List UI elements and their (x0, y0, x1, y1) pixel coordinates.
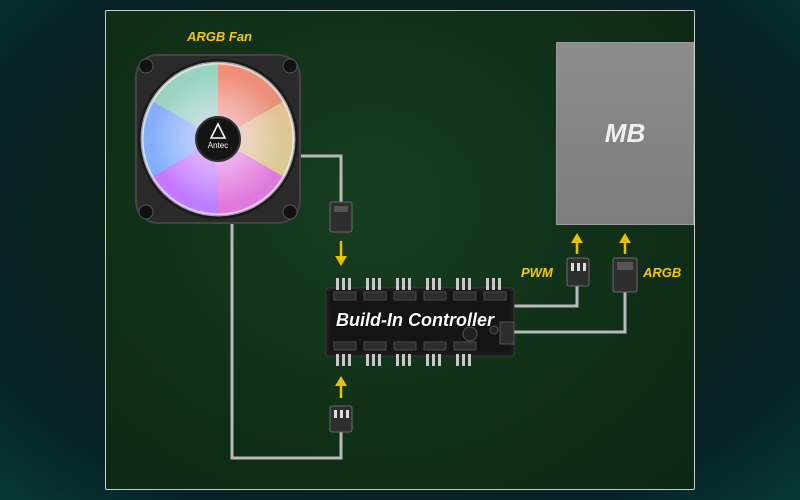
motherboard-label: MB (604, 118, 646, 148)
cable-fan-to-bottom-connector (230, 224, 343, 460)
arrow-up-to-controller (335, 376, 347, 398)
argb-fan (135, 54, 301, 224)
cable-fan-to-connector (296, 154, 343, 202)
motherboard: MB (556, 42, 694, 225)
pwm-header-connector (566, 257, 590, 287)
controller-label: Build-In Controller (336, 310, 494, 330)
cable-pwm (512, 285, 579, 308)
argb-header-connector (612, 257, 638, 293)
arrow-down-to-controller (335, 241, 347, 266)
argb-label: ARGB (643, 265, 682, 280)
arrow-up-pwm (571, 233, 583, 254)
controller-board (325, 278, 515, 366)
arrow-up-argb (619, 233, 631, 254)
cable-argb (512, 292, 627, 334)
antec-logo-icon (209, 122, 227, 139)
pwm-label: PWM (521, 265, 553, 280)
fan-argb-connector (329, 201, 353, 233)
fan-logo-text: Antec (207, 141, 229, 150)
fan-pwm-connector (329, 405, 353, 433)
fan-label: ARGB Fan (187, 29, 252, 44)
